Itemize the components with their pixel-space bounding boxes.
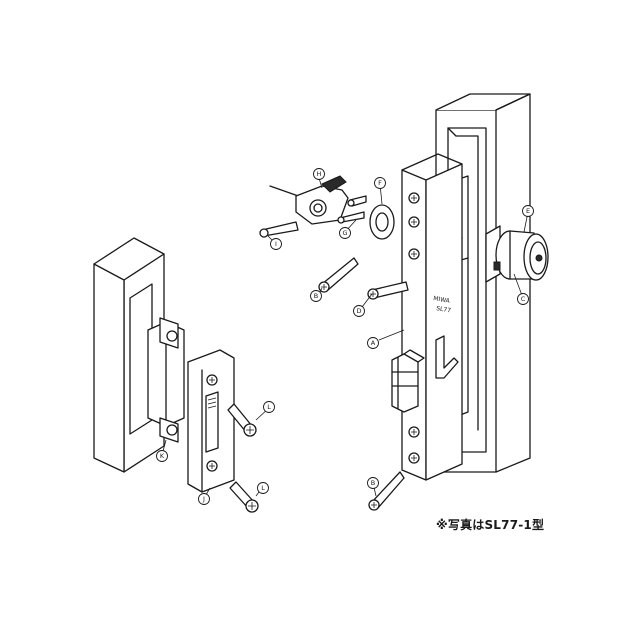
photo-footnote: ※写真はSL77-1型	[436, 518, 545, 532]
faceplate-model: SL77	[436, 305, 452, 314]
screws	[259, 195, 409, 511]
callout-H-text: H	[317, 170, 322, 178]
callout-J: J	[198, 493, 210, 505]
callout-G-text: G	[342, 229, 347, 237]
callout-B-lower-text: B	[371, 479, 375, 487]
callout-D-text: D	[356, 307, 361, 315]
callout-E: E	[522, 205, 534, 217]
callout-D: D	[353, 305, 365, 317]
callout-L-upper-text: L	[267, 403, 271, 411]
callout-J-text: J	[202, 495, 205, 503]
faceplate-brand: MIWA	[433, 295, 451, 305]
callout-I-text: I	[275, 240, 277, 248]
latch-bolt	[391, 349, 425, 413]
callout-F: F	[374, 177, 386, 189]
callout-B-lower: B	[367, 477, 379, 489]
callout-E-text: E	[526, 207, 530, 215]
hook-bolt	[435, 335, 459, 379]
callout-C: C	[517, 293, 529, 305]
callout-G: G	[339, 227, 351, 239]
strike-box	[147, 317, 185, 443]
callout-A-text: A	[371, 339, 376, 347]
callout-L-lower: L	[257, 482, 269, 494]
escutcheon-rose	[369, 204, 395, 240]
callout-I: I	[270, 238, 282, 250]
callout-K-text: K	[160, 452, 165, 460]
callout-L-lower-text: L	[261, 484, 265, 492]
callout-K: K	[156, 450, 168, 462]
cylinder-assembly	[485, 225, 549, 283]
callout-F-text: F	[378, 179, 382, 187]
callout-H: H	[313, 168, 325, 180]
strike-screws	[227, 403, 259, 513]
lock-faceplate: MIWA SL77	[401, 153, 463, 481]
callout-C-text: C	[521, 295, 526, 303]
faceplate-screw-holes	[408, 192, 420, 464]
callout-B-upper-text: B	[314, 292, 318, 300]
thumb-turn-assembly	[269, 175, 349, 225]
strike-plate	[187, 349, 235, 493]
callout-A: A	[367, 337, 379, 349]
callout-L-upper: L	[263, 401, 275, 413]
callout-B-upper: B	[310, 290, 322, 302]
